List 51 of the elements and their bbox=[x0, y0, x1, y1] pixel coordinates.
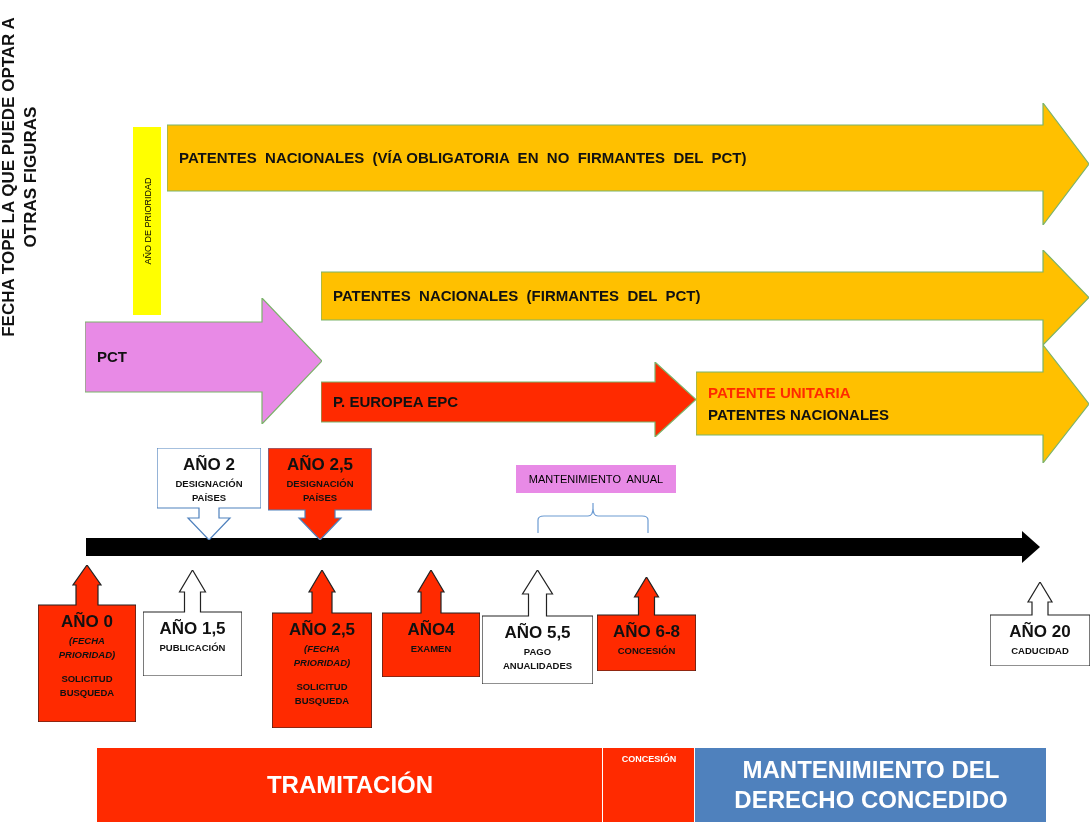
phase-band bbox=[603, 748, 695, 822]
callout-box bbox=[157, 448, 261, 540]
callout-box bbox=[990, 582, 1090, 666]
phase-title: TRAMITACIÓN bbox=[265, 770, 435, 800]
phase-title: MANTENIMIENTO DEL DERECHO CONCEDIDO bbox=[733, 755, 1009, 815]
phase-band bbox=[695, 748, 1047, 822]
callout-text: PUBLICACIÓN bbox=[158, 641, 227, 655]
year-heading: AÑO 2 bbox=[183, 454, 235, 475]
callout-text: DESIGNACIÓN PAÍSES bbox=[174, 477, 244, 505]
year-heading: AÑO 6-8 bbox=[612, 621, 681, 642]
date-note: (FECHA PRIORIDAD) bbox=[57, 634, 117, 662]
phase-band bbox=[97, 748, 603, 822]
callout-text: DESIGNACIÓN PAÍSES bbox=[285, 477, 355, 505]
callout-box bbox=[272, 570, 372, 728]
year-heading: AÑO 2,5 bbox=[288, 619, 356, 640]
year-heading: AÑO4 bbox=[407, 619, 455, 640]
callout-box bbox=[268, 448, 372, 540]
side-note: FECHA TOPE LA QUE PUEDE OPTAR A OTRAS FIGURAS bbox=[0, 16, 41, 339]
year-heading: AÑO 1,5 bbox=[159, 618, 226, 639]
phase-title: CONCESIÓN bbox=[620, 754, 678, 766]
arrow-label: P. EUROPEA EPC bbox=[333, 392, 459, 412]
callout-text: CONCESIÓN bbox=[616, 644, 677, 658]
arrow-label: PATENTES NACIONALES (FIRMANTES DEL PCT) bbox=[333, 286, 701, 306]
bar-label: AÑO DE PRIORIDAD bbox=[142, 177, 152, 265]
arrow-shape bbox=[167, 103, 1089, 225]
arrow-label: PATENTES NACIONALES bbox=[708, 404, 890, 425]
callout-box bbox=[382, 570, 480, 677]
year-heading: AÑO 0 bbox=[61, 611, 113, 632]
callout-text: EXAMEN bbox=[409, 642, 453, 656]
arrow-label: PCT bbox=[97, 347, 127, 367]
arrow-shape bbox=[321, 250, 1089, 345]
callout-text: PAGO ANUALIDADES bbox=[501, 645, 574, 673]
callout-box bbox=[143, 570, 242, 676]
callout-box bbox=[38, 565, 136, 722]
arrow-label: PATENTES NACIONALES (VÍA OBLIGATORIA EN NO FIRMANTES DEL PCT) bbox=[179, 148, 747, 168]
year-heading: AÑO 2,5 bbox=[286, 454, 354, 475]
callout-box bbox=[597, 577, 696, 671]
year-heading: AÑO 20 bbox=[1009, 621, 1071, 642]
arrow-shape bbox=[321, 362, 696, 437]
priority-year-bar bbox=[133, 127, 161, 315]
date-note: (FECHA PRIORIDAD) bbox=[292, 642, 352, 670]
callout-text: CADUCIDAD bbox=[1010, 644, 1070, 658]
callout-text: SOLICITUD BUSQUEDA bbox=[293, 680, 351, 708]
arrow-shape bbox=[696, 345, 1089, 463]
arrow-label: PATENTE UNITARIA bbox=[708, 382, 851, 403]
callout-box bbox=[482, 570, 593, 684]
box-label: MANTENIMIENTO ANUAL bbox=[528, 473, 664, 485]
callout-text: SOLICITUD BUSQUEDA bbox=[58, 672, 116, 700]
year-heading: AÑO 5,5 bbox=[504, 622, 571, 643]
arrow-shape bbox=[85, 298, 322, 424]
maintenance-label-box bbox=[516, 465, 676, 493]
